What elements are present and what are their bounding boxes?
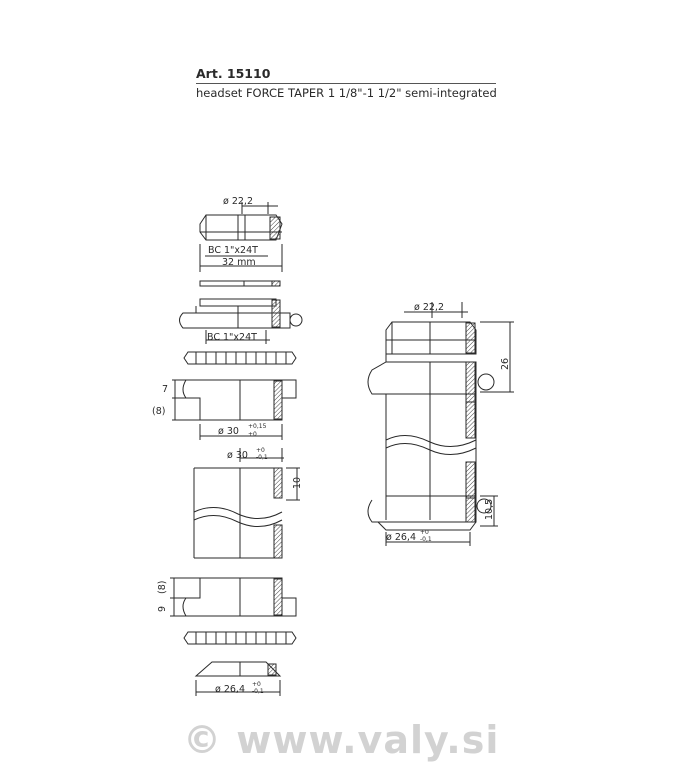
spacer-washer xyxy=(199,280,281,287)
title-block: Art. 15110 headset FORCE TAPER 1 1/8"-1 … xyxy=(196,66,497,100)
nut-width-label: 32 mm xyxy=(222,257,256,268)
upper-cup-height-label: 7 xyxy=(162,384,168,395)
tube-tol-upper: +0 xyxy=(256,447,265,454)
assembled-headset xyxy=(367,302,514,546)
tube-cup-height-label: 10 xyxy=(292,477,303,489)
lower-cup-depth-label: (8) xyxy=(157,581,168,594)
assembly-tol-upper: +0 xyxy=(420,529,429,536)
assembly-tol-lower: -0,1 xyxy=(420,536,432,543)
crown-tol-upper: +0 xyxy=(252,681,261,688)
upper-cup-tol-upper: +0,15 xyxy=(248,423,267,430)
upper-bearing xyxy=(183,351,297,365)
assembly-height-bottom-label: 10,5 xyxy=(484,499,495,520)
upper-cup-tol-lower: +0 xyxy=(248,431,257,438)
crown-race xyxy=(194,661,282,696)
cup-thread-label: BC 1"x24T xyxy=(207,332,257,343)
upper-cup-depth-label: (8) xyxy=(152,406,165,417)
article-number: Art. 15110 xyxy=(196,66,271,81)
title-rule xyxy=(196,83,496,84)
crown-tol-lower: -0,1 xyxy=(252,688,264,695)
assembly-crown-diameter-label: ø 26,4 xyxy=(386,532,416,543)
crown-race-diameter-label: ø 26,4 xyxy=(215,684,245,695)
upper-cup-diameter-label: ø 30 xyxy=(218,426,239,437)
lock-nut xyxy=(199,202,283,272)
product-description: headset FORCE TAPER 1 1/8"-1 1/2" semi-i… xyxy=(196,86,497,100)
upper-frame-cup xyxy=(172,379,297,440)
tube-tol-lower: -0,1 xyxy=(256,454,268,461)
nut-diameter-label: ø 22,2 xyxy=(223,196,253,207)
watermark: © www.valy.si xyxy=(183,718,500,762)
nut-thread-label: BC 1"x24T xyxy=(208,245,258,256)
head-tube xyxy=(193,448,300,559)
tube-diameter-label: ø 30 xyxy=(227,450,248,461)
lower-frame-cup xyxy=(170,577,297,617)
lower-cup-height-label: 9 xyxy=(157,606,168,612)
lower-bearing xyxy=(183,631,297,645)
assembly-diameter-label: ø 22,2 xyxy=(414,302,444,313)
upper-cone xyxy=(179,298,303,344)
assembly-height-top-label: 26 xyxy=(500,358,511,370)
